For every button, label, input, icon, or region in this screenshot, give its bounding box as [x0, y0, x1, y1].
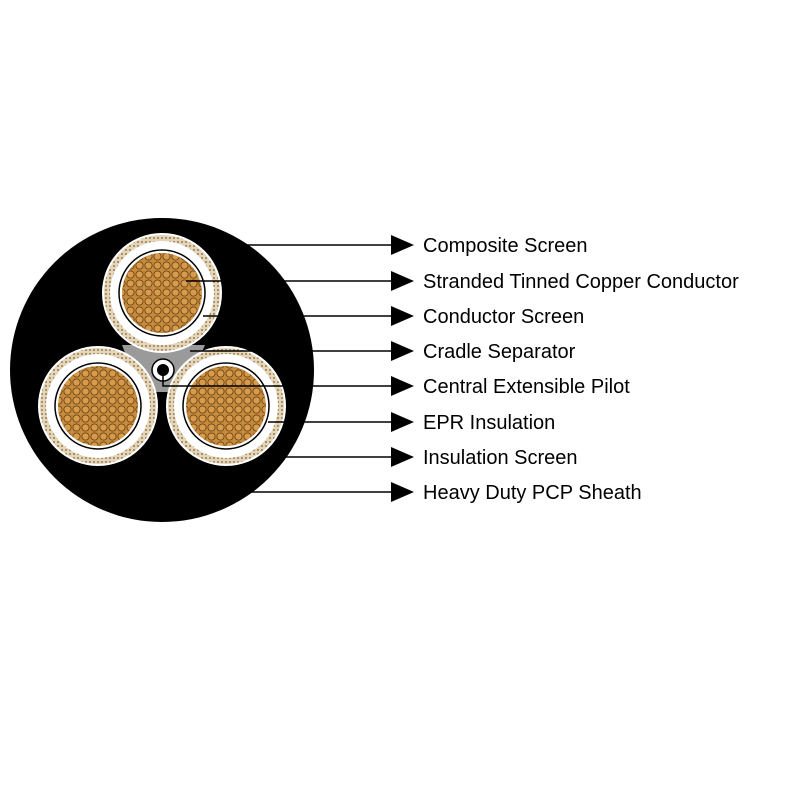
- label-central-extensible-pilot: Central Extensible Pilot: [423, 376, 630, 398]
- label-composite-screen: Composite Screen: [423, 235, 588, 257]
- label-stranded-tinned-copper-conductor: Stranded Tinned Copper Conductor: [423, 271, 739, 293]
- core-top: [102, 233, 222, 353]
- arrow-icon: [391, 376, 414, 396]
- callout-central-extensible-pilot: Central Extensible Pilot: [162, 370, 630, 398]
- stranded-tinned-copper-conductor: [122, 253, 202, 333]
- callout-cradle-separator: Cradle Separator: [190, 341, 576, 363]
- arrow-icon: [391, 235, 414, 255]
- callouts: Composite Screen Stranded Tinned Copper …: [162, 235, 739, 504]
- label-epr-insulation: EPR Insulation: [423, 412, 555, 434]
- arrow-icon: [391, 447, 414, 467]
- label-heavy-duty-pcp-sheath: Heavy Duty PCP Sheath: [423, 482, 642, 504]
- core-right: [166, 346, 286, 466]
- leader-line: [162, 370, 392, 387]
- callout-conductor-screen: Conductor Screen: [203, 306, 584, 328]
- callout-epr-insulation: EPR Insulation: [268, 412, 555, 434]
- arrow-icon: [391, 306, 414, 326]
- arrow-icon: [391, 271, 414, 291]
- arrow-icon: [391, 341, 414, 361]
- core-left: [38, 346, 158, 466]
- arrow-icon: [391, 412, 414, 432]
- stranded-tinned-copper-conductor: [186, 366, 266, 446]
- label-cradle-separator: Cradle Separator: [423, 341, 576, 363]
- stranded-tinned-copper-conductor: [58, 366, 138, 446]
- callout-heavy-duty-pcp-sheath: Heavy Duty PCP Sheath: [242, 482, 642, 504]
- label-insulation-screen: Insulation Screen: [423, 447, 578, 469]
- callout-insulation-screen: Insulation Screen: [266, 447, 578, 469]
- arrow-icon: [391, 482, 414, 502]
- callout-stranded-tinned-copper-conductor: Stranded Tinned Copper Conductor: [186, 271, 739, 293]
- callout-composite-screen: Composite Screen: [245, 235, 588, 257]
- label-conductor-screen: Conductor Screen: [423, 306, 584, 328]
